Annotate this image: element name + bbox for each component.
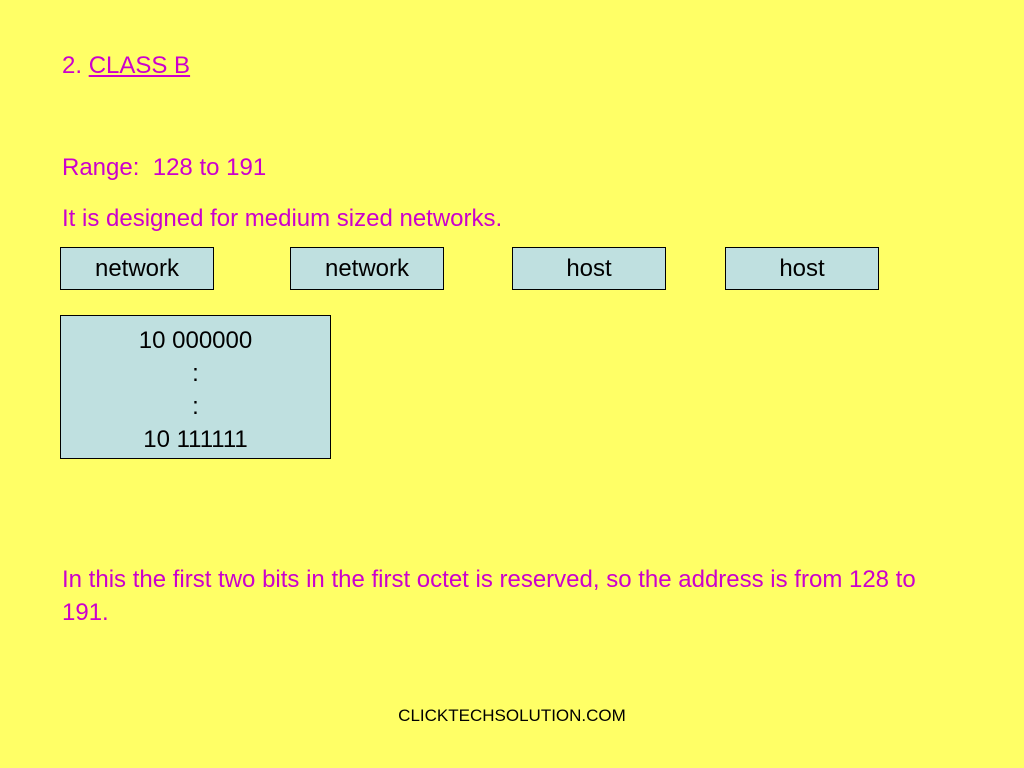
- octet-box-1: network: [60, 247, 214, 290]
- octet-box-4: host: [725, 247, 879, 290]
- octet-box-3: host: [512, 247, 666, 290]
- explanation-text: In this the first two bits in the first …: [62, 566, 916, 626]
- heading-number: 2.: [62, 52, 83, 79]
- slide-heading: 2. CLASS B: [62, 52, 190, 80]
- bits-start: 10 000000: [138, 327, 253, 354]
- bits-range-box: 10 000000 : : 10 111111: [60, 315, 331, 459]
- designed-line: It is designed for medium sized networks…: [62, 205, 503, 232]
- footer-site-name: CLICKTECHSOLUTION.COM: [398, 706, 626, 725]
- bits-ellipsis-2: :: [192, 393, 199, 420]
- bits-ellipsis-1: :: [192, 360, 199, 387]
- octet-box-2: network: [290, 247, 444, 290]
- range-line: Range: 128 to 191: [62, 154, 267, 181]
- bits-end: 10 111111: [143, 426, 248, 453]
- class-b-link[interactable]: CLASS B: [88, 52, 191, 79]
